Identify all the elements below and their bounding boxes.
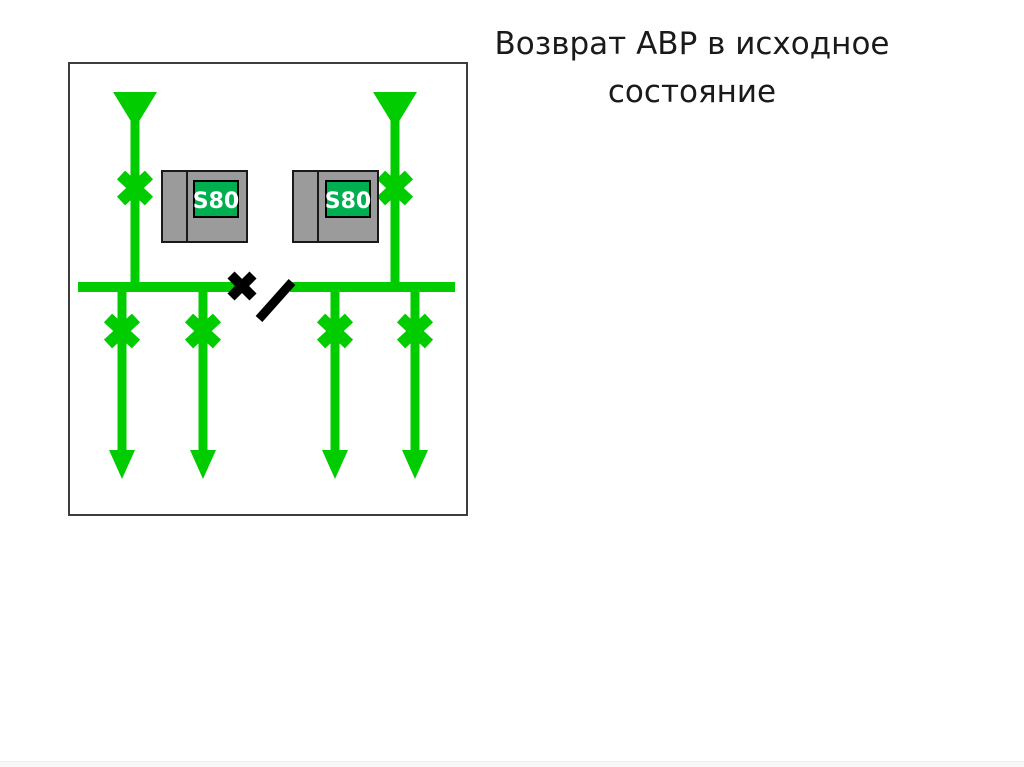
slide-title-line1: Возврат АВР в исходное (494, 26, 890, 62)
open-switch-blade-icon (255, 279, 296, 322)
open-tie-switch (227, 271, 296, 322)
device-label-plate (325, 180, 371, 218)
outgoing-feeder-arrow-icon (190, 450, 216, 479)
device-label-plate (193, 180, 239, 218)
slide-title: Возврат АВР в исходное состояние (452, 20, 932, 116)
device-s80-2: S80 (292, 170, 379, 243)
incoming-feeder-arrow-icon (113, 92, 157, 128)
device-label: S80 (193, 189, 239, 214)
open-switch-cross-icon (227, 271, 257, 301)
outgoing-feeder-arrow-icon (322, 450, 348, 479)
outgoing-feeder-arrow-icon (402, 450, 428, 479)
slide-title-line2: состояние (607, 74, 777, 110)
device-s80-1: S80 (161, 170, 248, 243)
device-label: S80 (325, 189, 371, 214)
slide-bottom-edge (0, 761, 1024, 767)
outgoing-feeder-arrow-icon (109, 450, 135, 479)
energized-network (78, 92, 455, 479)
incoming-feeder-arrow-icon (373, 92, 417, 128)
